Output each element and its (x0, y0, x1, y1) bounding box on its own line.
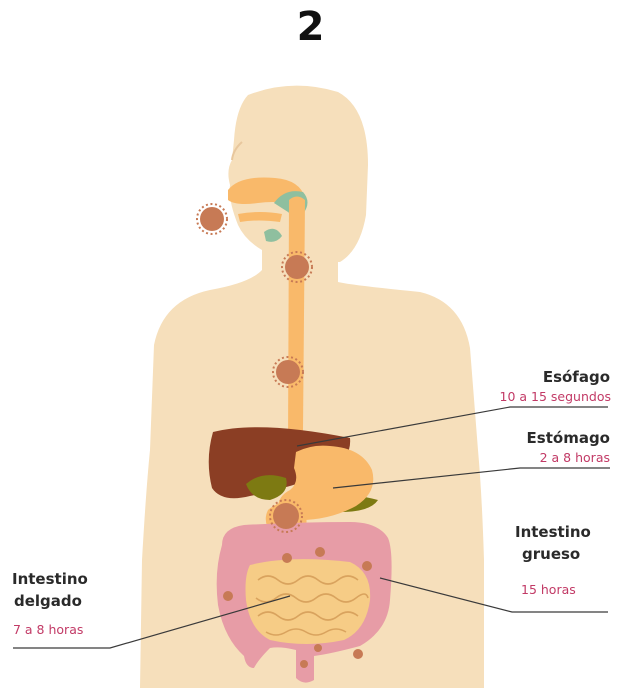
lower-jaw (238, 212, 282, 222)
label-esofago-time: 10 a 15 segundos (440, 389, 611, 405)
virus-particle (362, 561, 372, 571)
virus-particle (300, 660, 308, 668)
label-intestino-grueso-title-2: grueso (522, 543, 612, 565)
virus-particle (273, 503, 299, 529)
virus-particle (223, 591, 233, 601)
virus-particle (282, 553, 292, 563)
esophagus (288, 197, 305, 448)
virus-particle (200, 207, 224, 231)
label-intestino-grueso-time: 15 horas (521, 582, 611, 598)
virus-particle (285, 255, 309, 279)
label-intestino-delgado-title-1: Intestino (12, 568, 122, 590)
label-esofago-title: Esófago (440, 366, 610, 388)
label-intestino-delgado-time: 7 a 8 horas (13, 622, 123, 638)
label-estomago-time: 2 a 8 horas (440, 450, 610, 466)
step-number: 2 (0, 4, 621, 50)
virus-particle (353, 649, 363, 659)
label-intestino-delgado-title-2: delgado (14, 590, 124, 612)
virus-particle (276, 360, 300, 384)
virus-particle (314, 644, 322, 652)
label-intestino-grueso-title-1: Intestino (515, 521, 615, 543)
label-estomago-title: Estómago (440, 427, 610, 449)
virus-particle (315, 547, 325, 557)
